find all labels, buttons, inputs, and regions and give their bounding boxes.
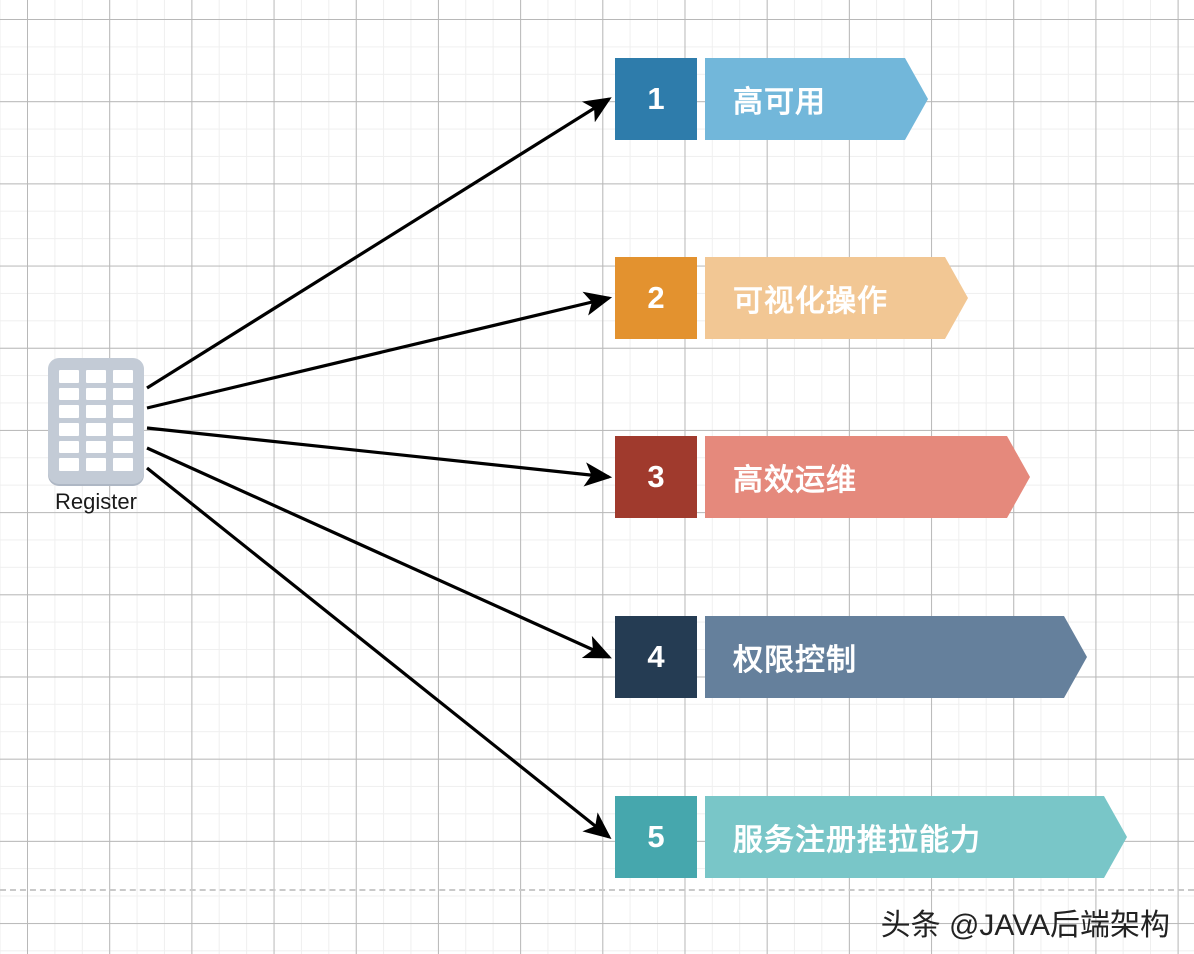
server-slot [113, 387, 133, 401]
banner-number-badge-3: 3 [615, 436, 697, 518]
server-slot [113, 423, 133, 436]
server-slot [59, 423, 79, 436]
connector-line-3 [146, 426, 613, 487]
banner-label-3: 高效运维 [733, 464, 857, 497]
server-slot [86, 370, 106, 383]
server-slot [86, 387, 106, 401]
server-slot [59, 458, 79, 471]
server-slot [86, 458, 106, 471]
banner-band-1 [705, 58, 928, 140]
banner-label-1: 高可用 [733, 86, 826, 119]
banner-number-badge-1: 1 [615, 58, 697, 140]
banner-item-4[interactable]: 4 权限控制 [615, 616, 1087, 698]
server-slot-grid [59, 370, 133, 471]
banner-label-4: 权限控制 [733, 644, 857, 677]
server-slot [86, 423, 106, 436]
footer-divider [0, 889, 1194, 891]
banner-number-5: 5 [647, 819, 665, 854]
banner-label-2: 可视化操作 [733, 285, 888, 318]
register-node[interactable]: Register [48, 358, 144, 514]
server-slot [59, 370, 79, 383]
banner-number-2: 2 [647, 280, 665, 315]
banner-item-5[interactable]: 5 服务注册推拉能力 [615, 796, 1127, 878]
banner-band-3 [705, 436, 1030, 518]
banner-item-2[interactable]: 2 可视化操作 [615, 257, 968, 339]
connector-line-1 [146, 97, 612, 390]
watermark-text: 头条 @JAVA后端架构 [880, 909, 1170, 942]
banner-number-1: 1 [647, 81, 665, 116]
server-rack-icon [48, 358, 144, 484]
banner-number-badge-2: 2 [615, 257, 697, 339]
banner-band-2 [705, 257, 968, 339]
banner-label-5: 服务注册推拉能力 [733, 824, 981, 857]
register-node-label: Register [55, 489, 137, 514]
server-slot [59, 440, 79, 454]
server-slot [113, 440, 133, 454]
server-slot [86, 440, 106, 454]
banner-item-1[interactable]: 1 高可用 [615, 58, 928, 140]
banner-band-5 [705, 796, 1127, 878]
server-slot [113, 405, 133, 418]
banner-number-badge-4: 4 [615, 616, 697, 698]
connector-line-5 [146, 466, 612, 839]
server-slot [59, 387, 79, 401]
server-slot [86, 405, 106, 418]
server-slot [59, 405, 79, 418]
banner-number-3: 3 [647, 459, 665, 494]
banner-number-4: 4 [647, 639, 665, 674]
server-slot [113, 458, 133, 471]
connector-line-4 [146, 446, 612, 659]
server-slot [113, 370, 133, 383]
banner-band-4 [705, 616, 1087, 698]
banner-item-3[interactable]: 3 高效运维 [615, 436, 1030, 518]
banner-number-badge-5: 5 [615, 796, 697, 878]
connector-line-2 [146, 291, 613, 410]
